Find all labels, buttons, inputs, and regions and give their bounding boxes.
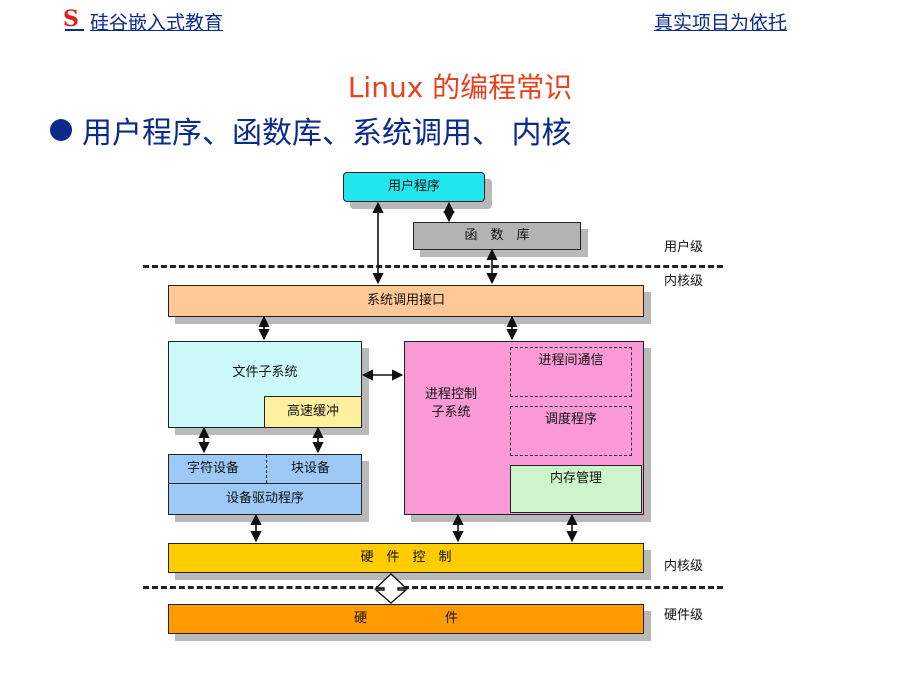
device-split-line (266, 455, 267, 483)
slogan-link[interactable]: 真实项目为依托 (654, 12, 788, 34)
level-kernel-label: 内核级 (664, 274, 704, 289)
svg-text:S: S (63, 6, 79, 32)
scheduler-box: 调度程序 (510, 406, 632, 456)
process-control-label: 进程控制 子系统 (425, 387, 478, 420)
bullet-dot-icon (50, 119, 72, 141)
user-program-box: 用户程序 (343, 172, 485, 202)
hollow-arrow-hwctrl-hardware (374, 573, 408, 604)
device-types-box: 字符设备 块设备 (168, 454, 362, 484)
level-kernel-label-2: 内核级 (664, 559, 704, 574)
file-subsystem-label: 文件子系统 (232, 365, 298, 380)
ipc-box: 进程间通信 (510, 347, 632, 397)
level-user-label: 用户级 (664, 240, 704, 255)
level-hardware-label: 硬件级 (664, 608, 704, 623)
library-box: 函 数 库 (413, 222, 581, 250)
device-driver-box: 设备驱动程序 (168, 483, 362, 515)
memory-management-box: 内存管理 (510, 465, 642, 513)
logo-icon: S (63, 6, 84, 32)
kernel-hardware-separator (143, 586, 723, 589)
bullet-item: 用户程序、函数库、系统调用、 内核 (50, 108, 572, 152)
bullet-text: 用户程序、函数库、系统调用、 内核 (82, 116, 572, 151)
hardware-control-box: 硬 件 控 制 (168, 543, 644, 573)
hardware-box: 硬 件 (168, 604, 644, 634)
page-title: Linux 的编程常识 (347, 71, 573, 104)
block-device-label: 块设备 (291, 461, 331, 476)
char-device-label: 字符设备 (187, 461, 240, 476)
brand-link[interactable]: 硅谷嵌入式教育 (90, 12, 224, 34)
cache-box: 高速缓冲 (264, 396, 362, 428)
user-kernel-separator (143, 265, 723, 268)
syscall-interface-box: 系统调用接口 (168, 285, 644, 317)
